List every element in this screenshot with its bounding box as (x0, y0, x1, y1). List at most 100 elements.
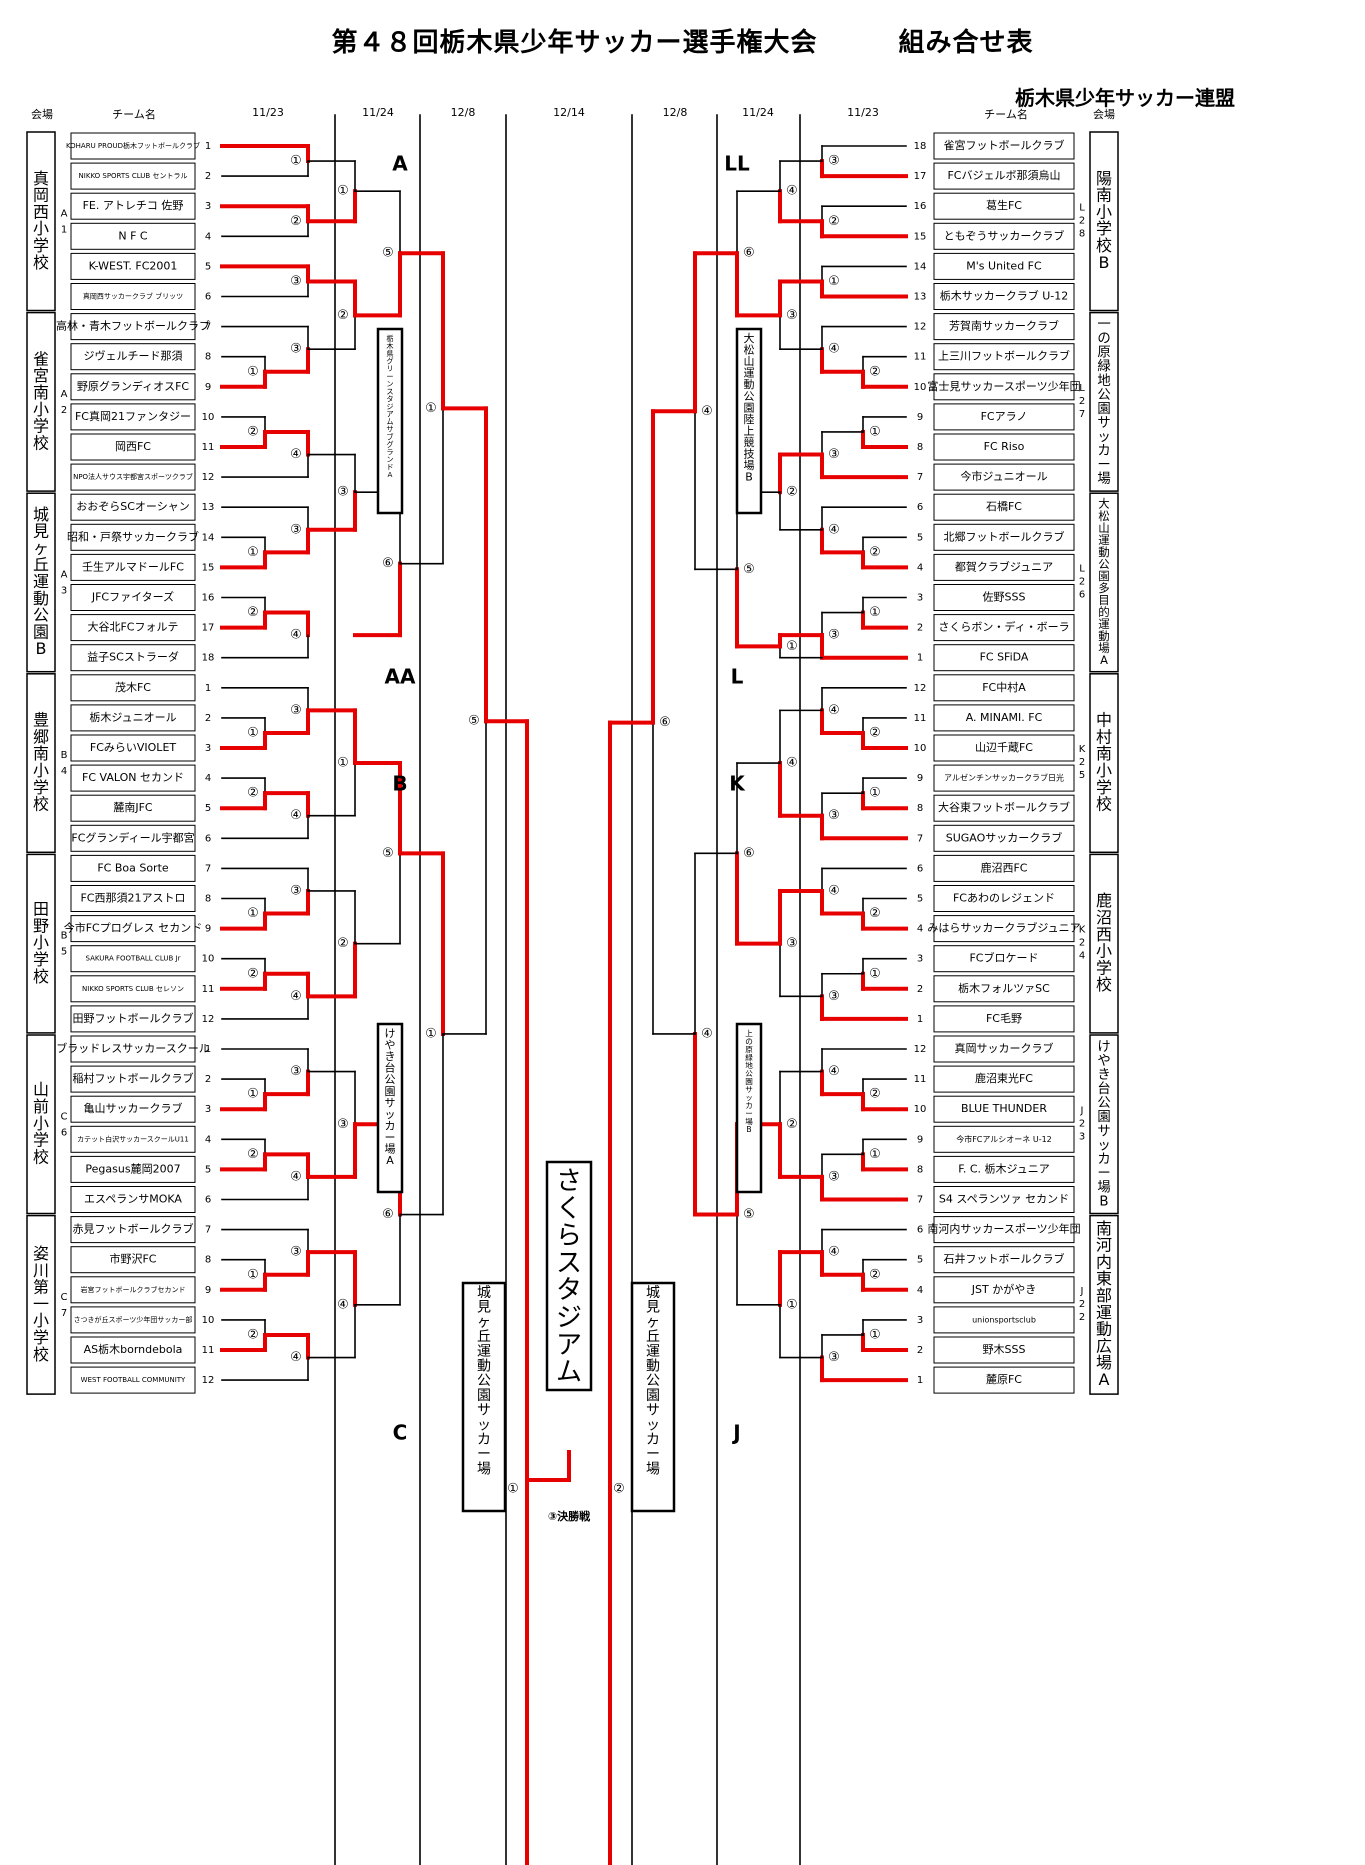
venue-name: 運 (477, 1344, 491, 1360)
venue-name: 宮 (33, 366, 49, 385)
team-name: NIKKO SPORTS CLUB セレソン (82, 985, 184, 993)
team-number: 6 (917, 1225, 923, 1236)
match-number: ④ (290, 628, 302, 643)
team-name: AS栃木borndebola (84, 1342, 183, 1356)
venue-name: け (385, 1027, 396, 1040)
team-box (70, 1005, 196, 1033)
team-box (933, 1276, 1075, 1304)
team-box (70, 523, 196, 551)
venue-name: 村 (1096, 727, 1112, 746)
team-number: 17 (914, 171, 927, 182)
venue-name: A (388, 470, 393, 479)
team-name: 野原グランディオスFC (77, 379, 190, 393)
venue-name: 見 (33, 522, 49, 541)
team-number: 5 (917, 532, 923, 543)
team-name: FE. アトレチコ 佐野 (83, 198, 184, 212)
venue-name: 一 (1097, 318, 1110, 333)
organizer: 栃木県少年サッカー連盟 (1015, 86, 1235, 110)
team-box (70, 463, 196, 491)
venue-name: 大 (1098, 497, 1109, 511)
team-number: 7 (917, 472, 923, 483)
match-number: ③ (828, 1169, 840, 1184)
venue-name: カ (1097, 444, 1110, 459)
match-number: ② (247, 1147, 259, 1162)
team-name: 壬生アルマドールFC (82, 559, 184, 573)
team-name: 佐野SSS (983, 590, 1026, 604)
match-number: ③ (290, 1064, 302, 1079)
team-name: 都賀クラブジュニア (955, 559, 1053, 573)
match-number: ④ (290, 1350, 302, 1365)
group-code: 2 (61, 405, 67, 416)
match-number: ④ (828, 1064, 840, 1079)
team-number: 12 (914, 1044, 927, 1055)
team-box (933, 704, 1075, 732)
venue-name: 台 (1097, 1081, 1110, 1097)
team-box (933, 283, 1075, 310)
final-label: ③決勝戦 (548, 1509, 591, 1523)
stadium-name: ア (556, 1330, 582, 1360)
team-number: 1 (917, 1375, 923, 1386)
venue-name: 鹿 (1096, 891, 1112, 910)
venue-name: ー (1097, 1166, 1110, 1181)
group-code: B (61, 750, 68, 761)
venue-name: け (1097, 1039, 1110, 1055)
venue-name: 場 (745, 1116, 753, 1126)
venue-name: A (1100, 653, 1108, 667)
venue-name: 運 (646, 1344, 660, 1360)
match-number: ① (425, 401, 437, 416)
team-box (933, 433, 1075, 461)
venue-name: 場 (385, 1143, 396, 1156)
venue-name: 学 (33, 236, 49, 255)
venue-name: 学 (1096, 219, 1112, 238)
venue-name: ラ (386, 447, 393, 456)
match-number: ② (869, 545, 881, 560)
group-code: J (1080, 1105, 1084, 1116)
team-name: FCグランディール宇都宮 (71, 830, 194, 844)
page-title: 第４８回栃木県少年サッカー選手権大会 組み合せ表 (331, 28, 1034, 58)
venue-name: 松 (1098, 509, 1109, 523)
venue-name: 豊 (33, 711, 49, 730)
team-box (70, 584, 196, 611)
venue-name: B (1099, 253, 1110, 272)
venue-name: 上 (745, 1029, 753, 1038)
venue-name: 校 (1096, 975, 1112, 994)
team-box (70, 734, 196, 762)
match-number: ④ (828, 342, 840, 357)
venue-name: の (1097, 332, 1110, 347)
match-number: ③ (828, 447, 840, 462)
venue-name: 場 (1098, 641, 1109, 655)
venue-name: 運 (744, 367, 755, 380)
match-number: ⑤ (743, 562, 755, 577)
team-number: 3 (917, 954, 923, 965)
venue-name: ン (386, 455, 393, 464)
header-date: 12/8 (451, 106, 476, 119)
team-box (933, 553, 1075, 581)
match-number: ② (786, 1117, 798, 1132)
match-number: ① (507, 1482, 519, 1497)
group-code: C (61, 1292, 68, 1303)
match-number: ③ (828, 808, 840, 823)
group-code: 3 (61, 585, 67, 596)
block-label: L (731, 665, 744, 689)
venue-name: 南 (33, 744, 49, 763)
venue-name: 多 (1098, 581, 1109, 595)
group-code: 1 (61, 224, 67, 235)
team-name: 益子SCストラーダ (87, 650, 179, 664)
group-code: A (61, 569, 68, 580)
team-name: FCブロケード (969, 951, 1038, 965)
team-box (70, 1186, 196, 1213)
team-box (70, 192, 196, 220)
team-name: A. MINAMI. FC (966, 711, 1043, 724)
header-venue-left: 会場 (31, 108, 53, 121)
group-code: L (1079, 202, 1085, 213)
match-number: ① (337, 184, 349, 199)
venue-name: 動 (646, 1359, 660, 1375)
team-number: 6 (205, 1195, 211, 1206)
venue-name: 動 (477, 1359, 491, 1375)
venue-name: カ (477, 1432, 491, 1448)
venue-box (26, 131, 56, 312)
team-number: 12 (914, 322, 927, 333)
team-box (933, 794, 1075, 822)
match-number: ④ (290, 808, 302, 823)
venue-name: 校 (33, 253, 49, 272)
